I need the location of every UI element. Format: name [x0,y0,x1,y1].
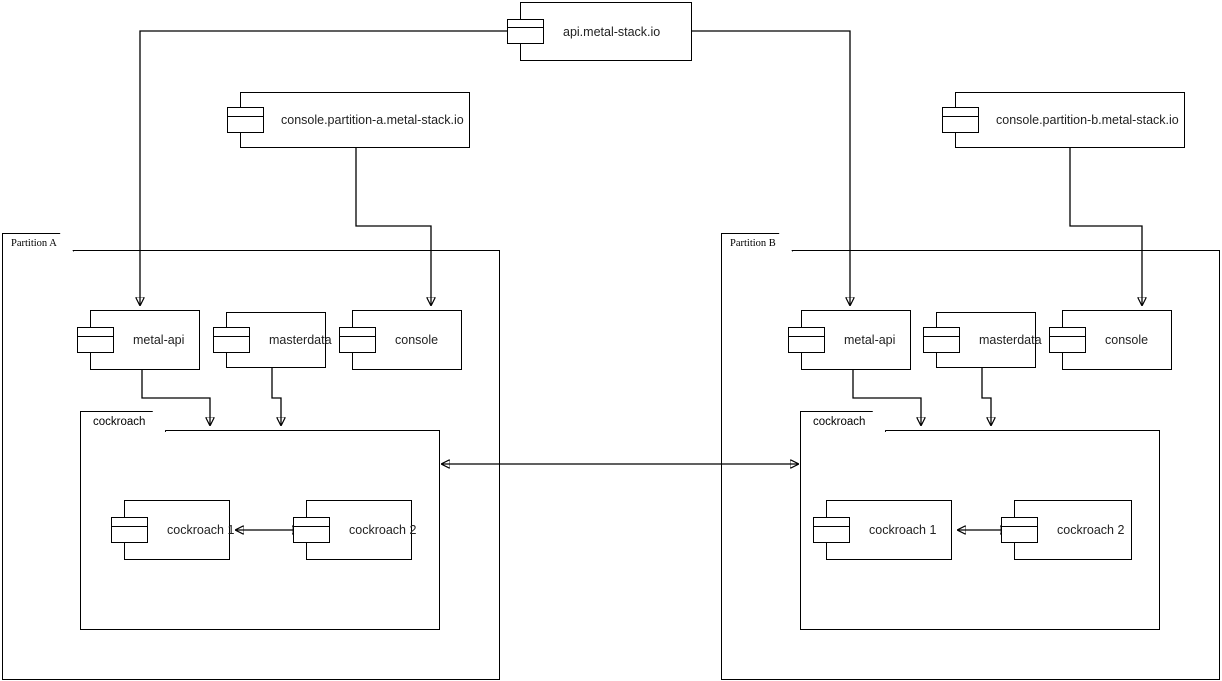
component-tab-lower-icon [213,336,250,353]
component-cockroach-2-partition-a[interactable]: cockroach 2 [293,500,416,560]
partition-b-container[interactable]: Partition B [721,250,1220,680]
component-label: api.metal-stack.io [563,24,661,39]
partition-a-container[interactable]: Partition A [2,250,500,680]
partition-b-label: Partition B [730,237,776,249]
component-label: cockroach 2 [1057,523,1125,537]
component-tab-lower-icon [293,526,330,543]
component-label: cockroach 2 [349,523,417,537]
component-console-partition-a-endpoint[interactable]: console.partition-a.metal-stack.io [227,92,470,148]
component-masterdata-partition-b[interactable]: masterdata [923,312,1042,368]
component-cockroach-1-partition-a[interactable]: cockroach 1 [111,500,234,560]
cockroach-group-b-label: cockroach [813,416,866,428]
component-label: metal-api [844,333,896,347]
cockroach-group-b-label-tab: cockroach [800,411,886,432]
component-metal-api-partition-b[interactable]: metal-api [788,310,911,370]
partition-b-label-tab: Partition B [721,233,793,252]
component-tab-lower-icon [923,336,960,353]
component-cockroach-2-partition-b[interactable]: cockroach 2 [1001,500,1132,560]
component-masterdata-partition-a[interactable]: masterdata [213,312,332,368]
component-label: console [395,333,439,347]
component-metal-api-partition-a[interactable]: metal-api [77,310,200,370]
component-console-partition-b-endpoint[interactable]: console.partition-b.metal-stack.io [942,92,1185,148]
component-tab-lower-icon [77,336,114,353]
component-tab-lower-icon [1001,526,1038,543]
component-label: masterdata [979,333,1042,347]
component-api-endpoint[interactable]: api.metal-stack.io [507,2,692,61]
component-tab-lower-icon [339,336,376,353]
component-cockroach-1-partition-b[interactable]: cockroach 1 [813,500,952,560]
component-label: cockroach 1 [167,523,235,537]
cockroach-group-partition-a[interactable]: cockroach [80,430,440,630]
component-tab-lower-icon [111,526,148,543]
cockroach-group-a-label-tab: cockroach [80,411,166,432]
component-console-partition-b[interactable]: console [1049,310,1172,370]
component-tab-lower-icon [813,526,850,543]
partition-a-label: Partition A [11,237,57,249]
component-console-partition-a[interactable]: console [339,310,462,370]
component-label: metal-api [133,333,185,347]
partition-a-label-tab: Partition A [2,233,74,252]
component-tab-lower-icon [1049,336,1086,353]
component-label: masterdata [269,333,332,347]
component-tab-lower-icon [227,116,264,133]
component-tab-lower-icon [788,336,825,353]
component-tab-lower-icon [507,27,544,44]
component-label: console.partition-b.metal-stack.io [996,113,1179,127]
cockroach-group-a-label: cockroach [93,416,146,428]
component-tab-lower-icon [942,116,979,133]
component-label: console.partition-a.metal-stack.io [281,113,464,127]
component-label: console [1105,333,1149,347]
component-label: cockroach 1 [869,523,937,537]
